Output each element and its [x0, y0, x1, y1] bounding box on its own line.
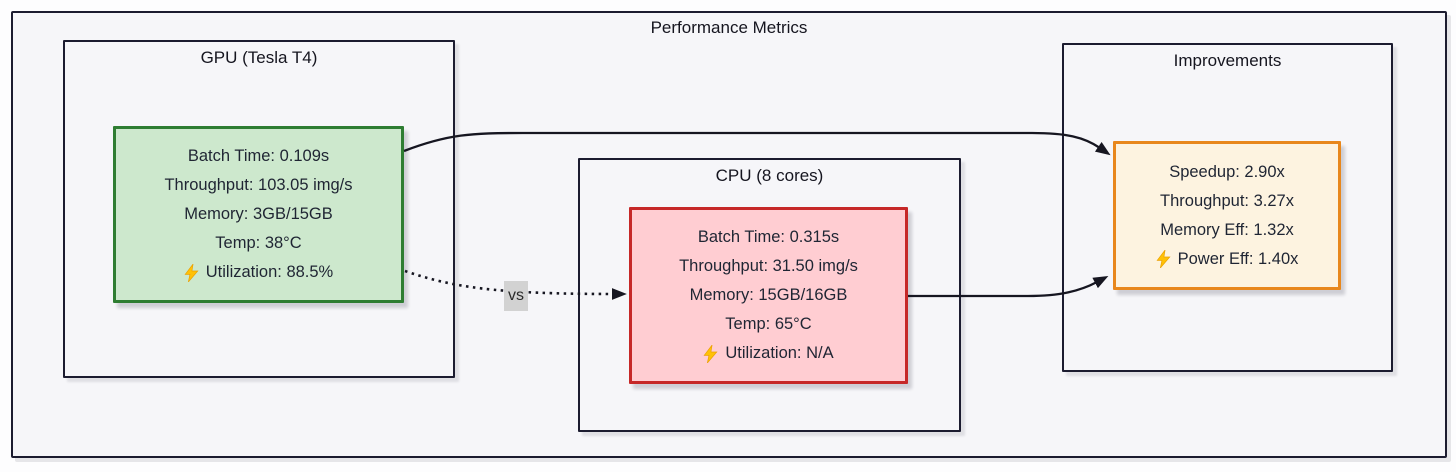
gpu-metrics-node: Batch Time: 0.109s Throughput: 103.05 im…: [113, 126, 404, 303]
cpu-metric-batch-time: Batch Time: 0.315s: [697, 228, 840, 246]
vs-edge-label: vs: [504, 281, 528, 311]
cpu-metric-memory: Memory: 15GB/16GB: [689, 286, 848, 304]
gpu-group-title: GPU (Tesla T4): [200, 48, 318, 67]
lightning-icon: [184, 263, 199, 282]
cpu-metrics-node: Batch Time: 0.315s Throughput: 31.50 img…: [629, 207, 908, 384]
improvement-memory-eff: Memory Eff: 1.32x: [1160, 220, 1294, 239]
gpu-metric-utilization-text: Utilization: 88.5%: [205, 263, 334, 281]
cpu-metric-utilization-text: Utilization: N/A: [725, 344, 834, 362]
cpu-metric-utilization: Utilization: N/A: [632, 339, 905, 368]
cpu-metric-temp: Temp: 65°C: [725, 315, 812, 333]
gpu-metric-temp: Temp: 38°C: [215, 234, 302, 252]
lightning-icon: [1156, 250, 1171, 268]
improvement-speedup: Speedup: 2.90x: [1169, 162, 1285, 181]
gpu-metric-throughput: Throughput: 103.05 img/s: [164, 176, 353, 194]
diagram-title: Performance Metrics: [650, 18, 808, 37]
improvement-throughput: Throughput: 3.27x: [1160, 191, 1294, 210]
improvement-power-eff: Power Eff: 1.40x: [1116, 245, 1338, 274]
improvements-group-title: Improvements: [1173, 51, 1282, 70]
cpu-group-title: CPU (8 cores): [715, 166, 824, 185]
lightning-icon: [703, 344, 718, 363]
gpu-metric-batch-time: Batch Time: 0.109s: [187, 147, 330, 165]
cpu-metric-throughput: Throughput: 31.50 img/s: [679, 257, 858, 275]
improvement-power-eff-text: Power Eff: 1.40x: [1177, 249, 1299, 268]
gpu-metric-utilization: Utilization: 88.5%: [116, 258, 401, 287]
improvements-metrics-node: Speedup: 2.90x Throughput: 3.27x Memory …: [1113, 141, 1341, 290]
gpu-metric-memory: Memory: 3GB/15GB: [184, 205, 333, 223]
